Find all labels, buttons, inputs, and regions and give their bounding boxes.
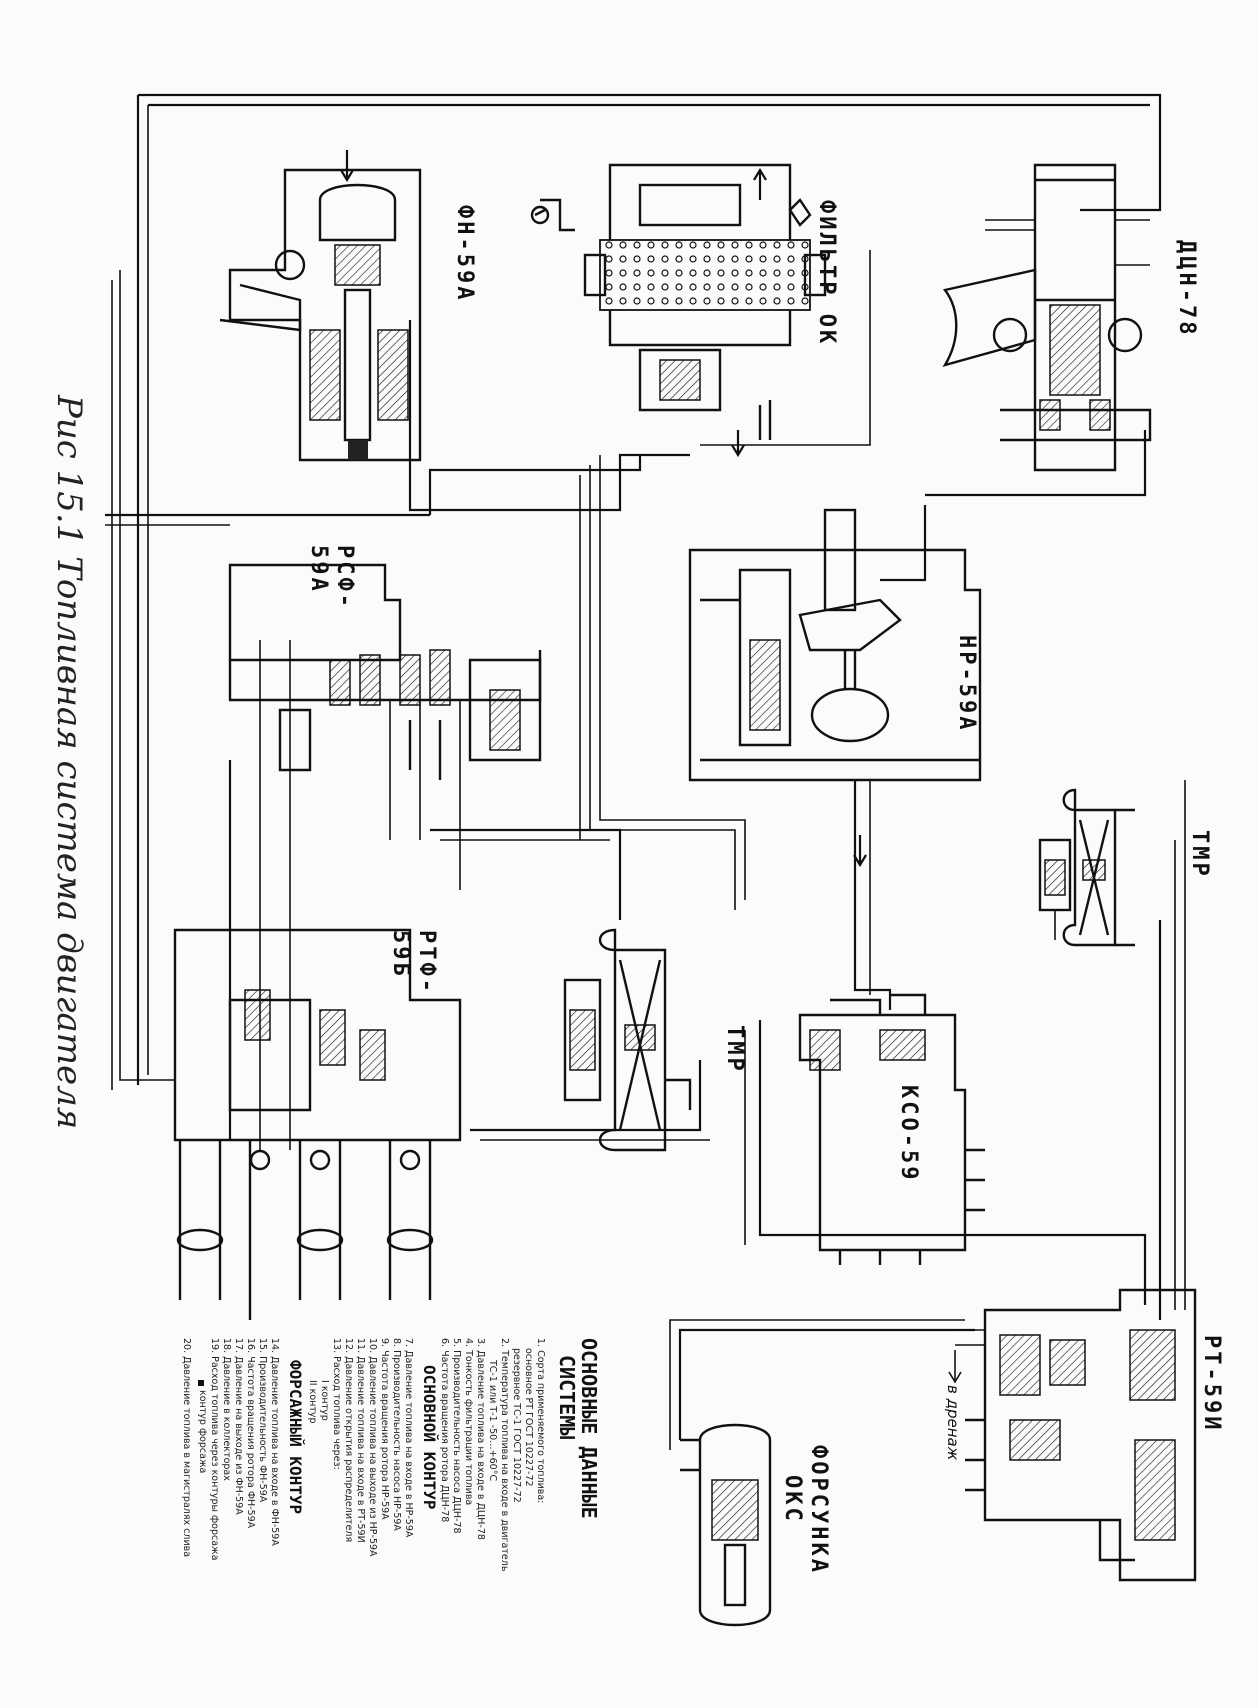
label-rsf59a-line2: 59А: [306, 545, 331, 594]
spec-main-3: 9. Частота вращения ротора НР-59А: [379, 1338, 390, 1520]
spec-ab-6: 19. Расход топлива через контуры форсажа: [209, 1338, 220, 1560]
figure-caption: Рис 15.1 Топливная система двигателя: [49, 394, 89, 1129]
label-nr59a: НР-59А: [954, 635, 979, 732]
spec-main-7: 13. Расход топлива через:: [331, 1338, 342, 1470]
kso59-valve-drawing: [798, 993, 985, 1265]
tmr-left-heat-exchanger-drawing: [563, 928, 692, 1152]
spec-general-8: 5. Производительность насоса ДЦН-78: [451, 1338, 462, 1534]
specs-title-line1: ОСНОВНЫЕ ДАННЫЕ: [577, 1338, 601, 1519]
dcn78-pump-drawing: [942, 163, 1152, 472]
label-tmr-left: ТМР: [722, 1025, 747, 1074]
label-rsf59a-line1: РСФ-: [332, 545, 357, 610]
spec-ab-5: 18. Давление в коллекторах: [221, 1338, 232, 1481]
fuel-lines: [105, 93, 1186, 1450]
nr59a-pump-drawing: [688, 508, 982, 782]
label-dcn78: ДЦН-78: [1174, 240, 1199, 337]
filter-ok-drawing: [530, 163, 827, 440]
spec-main-9: II контур: [307, 1380, 318, 1424]
label-rt59i: РТ-59И: [1199, 1335, 1224, 1432]
unit-labels: ФН-59А ФИЛЬТР ОК ДЦН-78 РСФ- 59А НР-59А …: [306, 200, 1224, 1575]
label-tmr-right: ТМР: [1187, 830, 1212, 879]
specs-title-line2: СИСТЕМЫ: [555, 1355, 579, 1439]
spec-general-1: 1. Сорта применяемого топлива:: [535, 1338, 546, 1503]
label-kso59: КСО-59: [896, 1085, 921, 1182]
spec-ab-2: 15. Производительность ФН-59А: [257, 1338, 268, 1503]
spec-general-3: резервное ТС-1 ГОСТ 10227-72: [511, 1348, 522, 1503]
spec-general-2: основное РТ ГОСТ 10227-72: [523, 1348, 534, 1487]
label-forsunka-line2: ОКС: [780, 1475, 805, 1524]
spec-main-5: 11. Давление топлива на входе в РТ-59И: [355, 1338, 366, 1543]
spec-general-4: 2. Температура топлива на входе в двигат…: [499, 1338, 510, 1572]
spec-main-4: 10. Давление топлива на выходе из НР-59А: [367, 1338, 378, 1557]
label-filter-ok: ФИЛЬТР ОК: [814, 200, 839, 346]
label-drain: в дренаж: [944, 1385, 962, 1461]
label-rtf59b-line1: РТФ-: [414, 930, 439, 995]
spec-ab-1: 14. Давление топлива на входе в ФН-59А: [269, 1338, 280, 1546]
spec-general-6: 3. Давление топлива на входе в ДЦН-78: [475, 1338, 486, 1540]
rt59i-regulator-drawing: [955, 1288, 1197, 1582]
fn59a-pump-drawing: [219, 168, 422, 462]
forsunka-oks-nozzle-drawing: [680, 1423, 772, 1627]
spec-main-6: 12. Давление открытия распределителя: [343, 1338, 354, 1542]
spec-ab-8: 20. Давление топлива в магистралях слива: [181, 1338, 192, 1557]
tmr-right-heat-exchanger-drawing: [1038, 788, 1135, 947]
spec-main-8: I контур: [319, 1380, 330, 1421]
specs-main-circuit-title: ОСНОВНОЙ КОНТУР: [420, 1365, 439, 1510]
rtf59b-regulator-drawing: [173, 928, 462, 1320]
spec-ab-4: 17. Давление на выходе из ФН-59А: [233, 1338, 244, 1515]
spec-ab-3: 16. Частота вращения ротора ФН-59А: [245, 1338, 256, 1529]
label-forsunka-line1: ФОРСУНКА: [806, 1445, 831, 1575]
rsf59a-regulator-drawing: [228, 563, 542, 780]
spec-general-5: ТС-1 или Т-1 -50…+60°С: [487, 1359, 498, 1481]
spec-main-1: 7. Давление топлива на входе в НР-59А: [403, 1338, 414, 1538]
spec-main-2: 8. Производительность насоса НР-59А: [391, 1338, 402, 1531]
spec-general-7: 4. Тонкость фильтрации топлива: [463, 1338, 474, 1505]
system-specs-block: ОСНОВНЫЕ ДАННЫЕ СИСТЕМЫ 1. Сорта применя…: [181, 1338, 601, 1572]
label-fn59a: ФН-59А: [452, 205, 477, 302]
legend-swatch-main: [198, 1380, 204, 1386]
label-rtf59b-line2: 59Б: [388, 930, 413, 979]
spec-general-9: 6. Частота вращения ротора ДЦН-78: [439, 1338, 450, 1522]
spec-ab-7: контур форсажа: [197, 1390, 208, 1473]
specs-afterburner-title: ФОРСАЖНЫЙ КОНТУР: [286, 1360, 305, 1514]
